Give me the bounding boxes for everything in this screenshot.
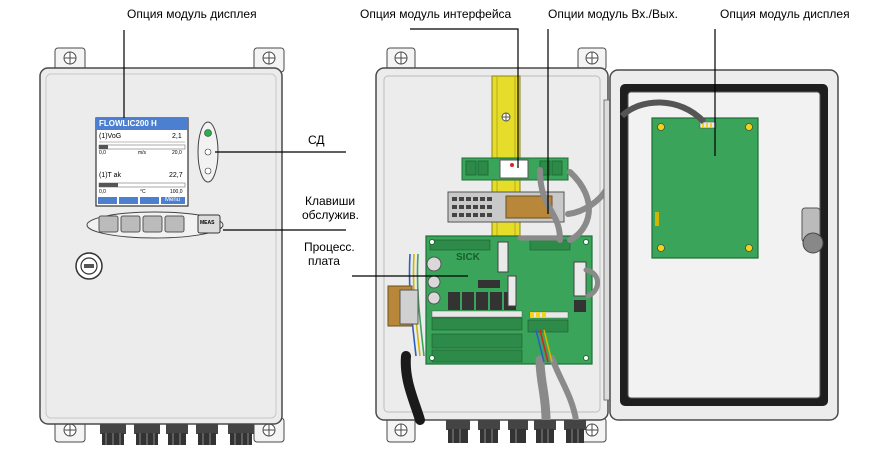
cable-glands-left	[100, 424, 254, 445]
lcd-row1-value: 2,1	[172, 133, 182, 140]
interface-module	[461, 157, 569, 181]
key-1[interactable]	[98, 215, 119, 233]
lcd-row1-min: 0,0	[99, 150, 106, 156]
key-4[interactable]	[164, 215, 185, 233]
label-service-keys-line1: Клавиши	[305, 194, 356, 208]
label-led: СД	[308, 133, 325, 147]
label-process-board-line1: Процесс.	[304, 240, 355, 254]
mounting-lug-open-bl	[386, 417, 416, 443]
label-process-board-line2: плата	[308, 254, 340, 268]
board-brand: SICK	[456, 252, 480, 263]
mounting-lug-open-tr	[577, 47, 607, 71]
mounting-lug-top-left	[54, 47, 86, 73]
label-interface-module: Опция модуль интерфейса	[360, 7, 512, 21]
door-latch	[801, 207, 824, 254]
io-modules	[447, 191, 565, 223]
lock-icon	[75, 252, 103, 280]
lcd-row2-max: 100,0	[170, 189, 183, 195]
lcd-display	[95, 117, 189, 207]
key-2[interactable]	[120, 215, 141, 233]
led-bottom	[204, 167, 212, 175]
lcd-row2-unit: °C	[140, 189, 146, 195]
enclosure-door	[609, 69, 839, 421]
lcd-row1-name: (1)VoG	[99, 133, 122, 140]
display-ribbon-cable	[619, 99, 707, 125]
mounting-lug-open-tl	[386, 47, 416, 71]
lcd-row2-value: 22,7	[169, 172, 183, 179]
opened-enclosure	[375, 47, 613, 443]
led-panel	[197, 121, 219, 183]
key-3[interactable]	[142, 215, 163, 233]
lcd-row2-name: (1)T ak	[99, 172, 122, 179]
label-service-keys-line2: обслужив.	[302, 208, 359, 222]
cable-glands-right	[446, 420, 586, 443]
led-middle	[204, 148, 212, 156]
service-keys[interactable]	[86, 211, 224, 239]
leader-lines	[123, 28, 716, 277]
label-io-module: Опции модуль Вх./Вых.	[548, 7, 678, 21]
lcd-row1-unit: m/s	[138, 150, 147, 156]
display-module-pcb	[651, 117, 759, 259]
terminal-block-left	[387, 285, 419, 327]
led-green	[204, 129, 212, 137]
mounting-lug-top-right	[253, 47, 285, 73]
closed-enclosure	[39, 47, 285, 445]
label-display-module-right: Опция модуль дисплея	[720, 7, 850, 21]
process-board	[425, 235, 593, 365]
meas-key-label: MEAS	[200, 220, 215, 226]
meas-key[interactable]	[197, 214, 221, 234]
lcd-menu-softkey[interactable]: Menu	[165, 197, 181, 203]
label-display-module-left: Опция модуль дисплея	[127, 7, 257, 21]
lcd-title: FLOWLIC200 H	[99, 119, 157, 128]
lcd-row2-min: 0,0	[99, 189, 106, 195]
lcd-row1-max: 20,0	[172, 150, 182, 156]
